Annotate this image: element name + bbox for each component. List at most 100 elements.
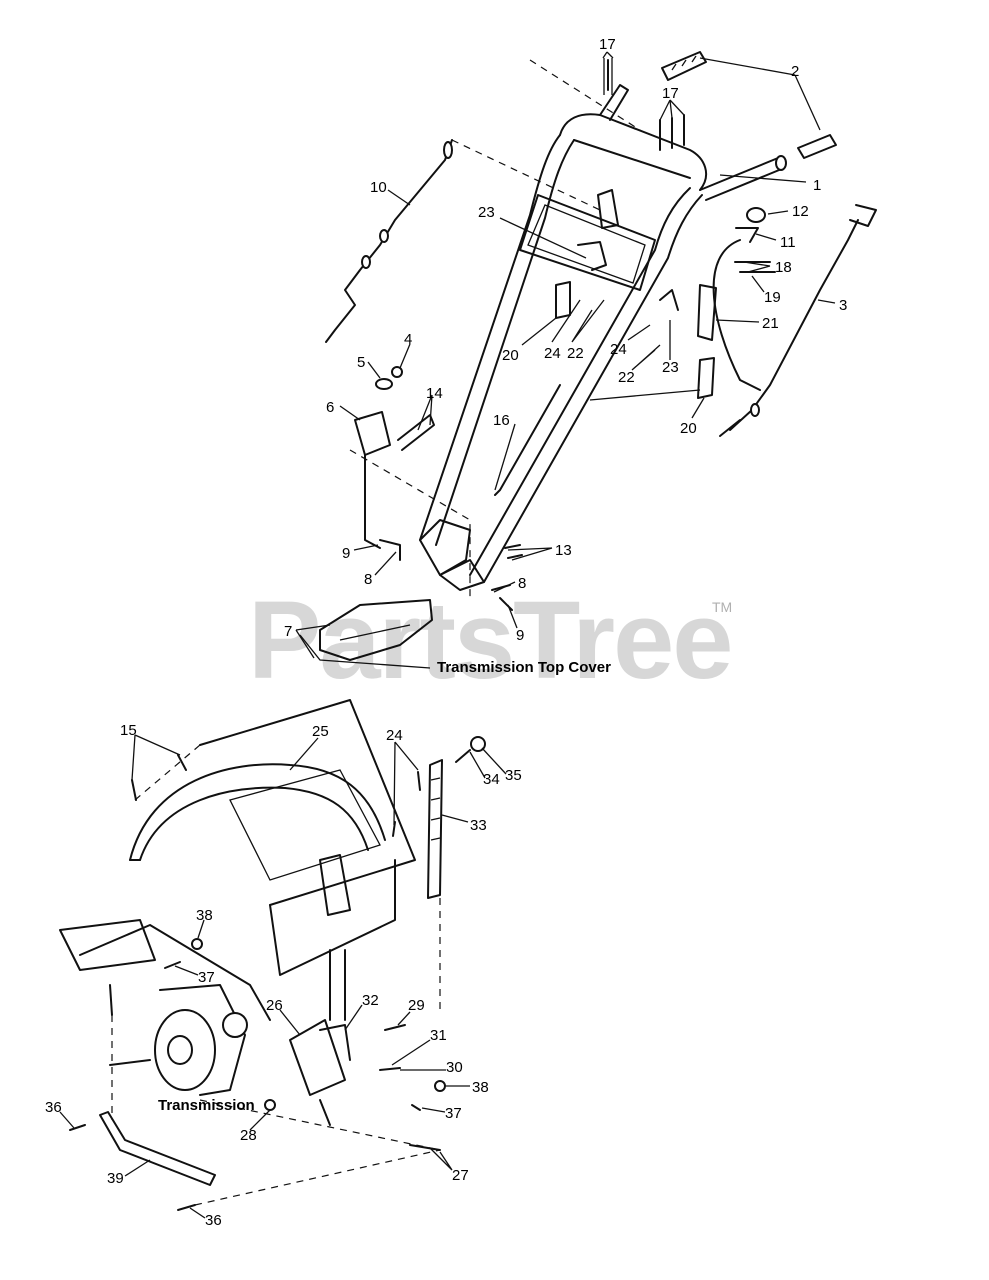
handle-top-inner — [573, 139, 691, 179]
bracket-20-right — [697, 357, 715, 399]
hitch-fork — [319, 1024, 351, 1061]
callout-37-left: 37 — [198, 969, 215, 986]
callout-21: 21 — [762, 315, 779, 332]
bolt-37-left — [164, 961, 181, 969]
callout-39: 39 — [107, 1170, 124, 1187]
leader-6 — [339, 405, 361, 421]
hitch-post — [319, 1099, 331, 1126]
cable-10-end — [443, 141, 453, 159]
bolt-29 — [384, 1024, 406, 1031]
callout-20-right: 20 — [680, 420, 697, 437]
leader-37b — [421, 1107, 446, 1113]
callout-19: 19 — [764, 289, 781, 306]
leader-20b — [691, 397, 705, 419]
shield-arc-outer — [129, 763, 386, 861]
leader-7 — [295, 624, 331, 659]
callout-5: 5 — [357, 354, 365, 371]
leader-32 — [344, 1004, 363, 1031]
cable-3-line — [729, 219, 859, 431]
clip-23-lower — [659, 289, 679, 311]
handle-left-inner — [435, 139, 575, 546]
leader-8a — [374, 551, 397, 576]
callout-37-right: 37 — [445, 1105, 462, 1122]
grip-part — [661, 51, 837, 159]
callout-23-right: 23 — [662, 359, 679, 376]
callout-18: 18 — [775, 259, 792, 276]
callout-4: 4 — [404, 331, 412, 348]
bracket-11 — [735, 227, 759, 243]
handle-base-right — [439, 559, 485, 591]
leader-16 — [494, 423, 516, 491]
nut-38-right — [434, 1080, 446, 1092]
callout-12: 12 — [792, 203, 809, 220]
shield-slot — [319, 854, 351, 916]
leader-38a — [197, 919, 205, 939]
callout-labels: 1 2 3 4 5 6 7 8 8 9 9 10 11 12 13 14 15 … — [45, 36, 847, 1229]
transmission-case — [159, 984, 246, 1096]
washer-5 — [375, 378, 393, 390]
left-grip — [599, 84, 629, 121]
callout-35: 35 — [505, 767, 522, 784]
leader-25 — [289, 737, 319, 771]
depth-bar-holes — [430, 777, 441, 841]
hitch-bar — [329, 949, 346, 1021]
callout-33: 33 — [470, 817, 487, 834]
dash-cable-10 — [451, 139, 601, 211]
callout-11: 11 — [780, 234, 796, 251]
leader-24b — [627, 324, 651, 341]
cable-10-line — [325, 139, 453, 343]
leader-39 — [124, 1159, 151, 1177]
callout-7: 7 — [284, 623, 292, 640]
callout-38-right: 38 — [472, 1079, 489, 1096]
dash-grip — [529, 59, 641, 131]
handle-left-outer — [419, 134, 561, 541]
callout-31: 31 — [430, 1027, 447, 1044]
leader-13 — [507, 547, 553, 561]
leader-12 — [767, 210, 789, 215]
callout-36-left: 36 — [45, 1099, 62, 1116]
bolts-24 — [392, 771, 421, 837]
callout-22-left: 22 — [567, 345, 584, 362]
top-cover-plate — [319, 599, 433, 661]
left-bracket-post — [109, 984, 113, 1016]
cable-16 — [494, 384, 561, 496]
handle-top-frame — [559, 113, 708, 191]
watermark-trademark: TM — [712, 599, 732, 615]
callout-3: 3 — [839, 297, 847, 314]
transmission-top-cover — [299, 449, 471, 669]
drag-bar-39 — [99, 1111, 216, 1186]
handle-right-outer — [469, 187, 691, 576]
bracket-6 — [354, 411, 391, 456]
leader-26 — [279, 1009, 301, 1036]
top-cover-line — [339, 624, 411, 641]
leader-29 — [397, 1011, 411, 1026]
cable-bracket-21 — [697, 284, 717, 341]
leader-22a — [571, 299, 605, 343]
handle-base-left — [419, 519, 471, 576]
lower-hardware — [69, 938, 446, 1211]
callout-38-left: 38 — [196, 907, 213, 924]
leader-1 — [719, 174, 807, 183]
callout-16: 16 — [493, 412, 510, 429]
tine-shaft — [79, 924, 271, 1021]
cable-3-lever — [849, 204, 877, 227]
leader-35 — [481, 747, 507, 775]
leader-18 — [743, 261, 771, 273]
knob-35 — [470, 736, 486, 752]
grip-top — [661, 51, 707, 81]
callout-8-right: 8 — [518, 575, 526, 592]
callout-30: 30 — [446, 1059, 463, 1076]
cable-10-ferrule — [379, 229, 389, 243]
transmission-bearing — [222, 1012, 248, 1038]
callout-22-right: 22 — [618, 369, 635, 386]
transmission-output — [109, 1059, 151, 1066]
cable-3 — [719, 204, 877, 437]
console-panel-inner — [527, 204, 646, 284]
leader-34 — [469, 751, 486, 779]
caption-transmission: Transmission — [158, 1097, 255, 1114]
bolt-9 — [379, 539, 401, 561]
leader-36a — [59, 1111, 75, 1129]
right-grip-end — [775, 155, 787, 171]
depth-bar-33 — [427, 759, 443, 899]
callout-10: 10 — [370, 179, 387, 196]
